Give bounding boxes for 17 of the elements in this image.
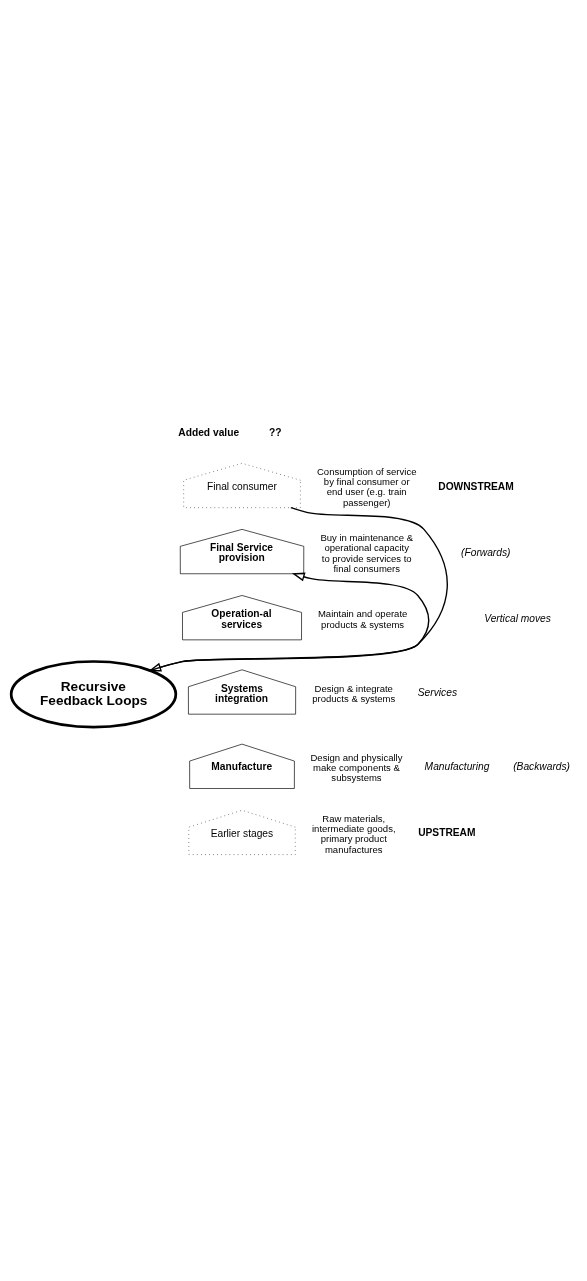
node-label: Buy in maintenance & operational capacity to provide services to final consumers: [320, 532, 414, 574]
node-label: Consumption of service by final consumer or end user (e.g. train passenger): [317, 466, 417, 508]
node-label: Design & integrate products & systems: [312, 682, 396, 704]
node-label: Raw materials, intermediate goods, primary product manufactures: [311, 812, 396, 855]
label: (Forwards): [461, 546, 511, 558]
arrow: [148, 507, 448, 672]
label: Added value: [178, 426, 240, 438]
label: UPSTREAM: [418, 827, 476, 839]
label: ??: [268, 426, 282, 438]
label: DOWNSTREAM: [438, 480, 514, 492]
label: Vertical moves: [484, 612, 551, 624]
label: (Backwards): [513, 761, 571, 773]
node-label: Maintain and operate products & systems: [317, 608, 408, 630]
node-label: Design and physically make components & subsystems: [310, 751, 403, 784]
label: Manufacturing: [424, 761, 490, 773]
arrow: [149, 572, 430, 672]
label: Services: [417, 687, 458, 699]
